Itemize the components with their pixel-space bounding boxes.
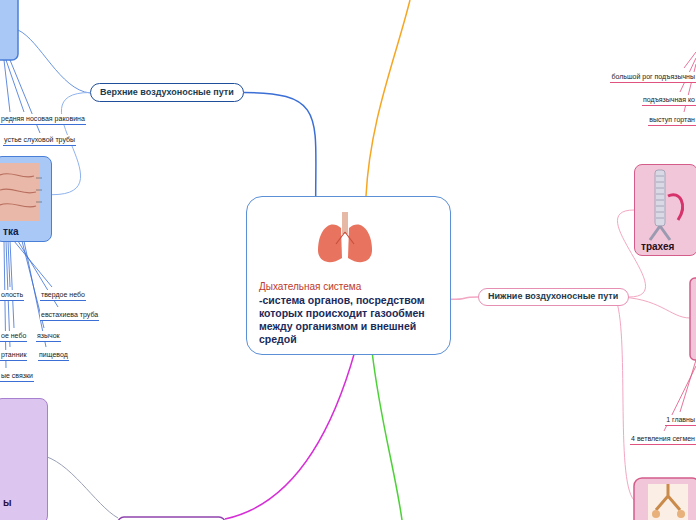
branch-connector	[244, 93, 316, 197]
branch-line	[615, 297, 634, 500]
cropped-box	[118, 517, 225, 520]
branch-node: Нижние воздухоносные пути	[478, 288, 629, 306]
part-label: выступ гортан	[648, 115, 696, 126]
node-title: Нижние воздухоносные пути	[488, 291, 618, 302]
leader-lines	[4, 241, 58, 368]
part-label: пищевод	[38, 350, 69, 361]
cropped-box	[634, 478, 696, 520]
leader-line	[4, 60, 10, 112]
node-title: ы	[3, 497, 43, 510]
part-label: 1 главны	[665, 415, 696, 426]
part-label: твердое небо	[40, 290, 86, 301]
branch-line	[366, 0, 410, 196]
branch-line	[372, 351, 402, 520]
part-label: редняя носовая раковина	[0, 114, 86, 125]
branch-line	[40, 455, 118, 518]
branch-connector	[451, 297, 478, 299]
part-label: ртанник	[0, 350, 27, 361]
branch-line	[225, 351, 355, 519]
node-body: -система органов, посредством которых пр…	[259, 294, 442, 347]
part-label: устье слуховой трубы	[3, 135, 76, 146]
part-label: ые связки	[0, 371, 34, 382]
part-label: большой рог подъязычны	[610, 72, 696, 83]
cropped-box	[0, 0, 18, 60]
part-label: 4 ветвления сегмен	[630, 434, 696, 445]
branch-node: Верхние воздухоносные пути	[90, 83, 244, 102]
topic-box: ы	[0, 398, 48, 520]
topic-box: трахея	[634, 164, 696, 256]
part-label: подъязычная ко	[642, 95, 696, 106]
node-title: трахея	[641, 241, 695, 254]
node-title: Верхние воздухоносные пути	[100, 87, 234, 98]
central-node: Дыхательная система-система органов, пос…	[246, 196, 451, 355]
node-title: тка	[3, 226, 47, 239]
part-label: олость	[0, 290, 24, 301]
part-label: евстахиева труба	[40, 310, 99, 321]
node-title: Дыхательная система	[259, 281, 442, 294]
branch-line	[18, 30, 90, 93]
topic-box: тка	[0, 156, 52, 242]
bronchi-illustration	[648, 484, 688, 520]
part-label: язычок	[36, 331, 61, 342]
cropped-box	[690, 278, 696, 360]
part-label: ое небо	[0, 331, 27, 342]
